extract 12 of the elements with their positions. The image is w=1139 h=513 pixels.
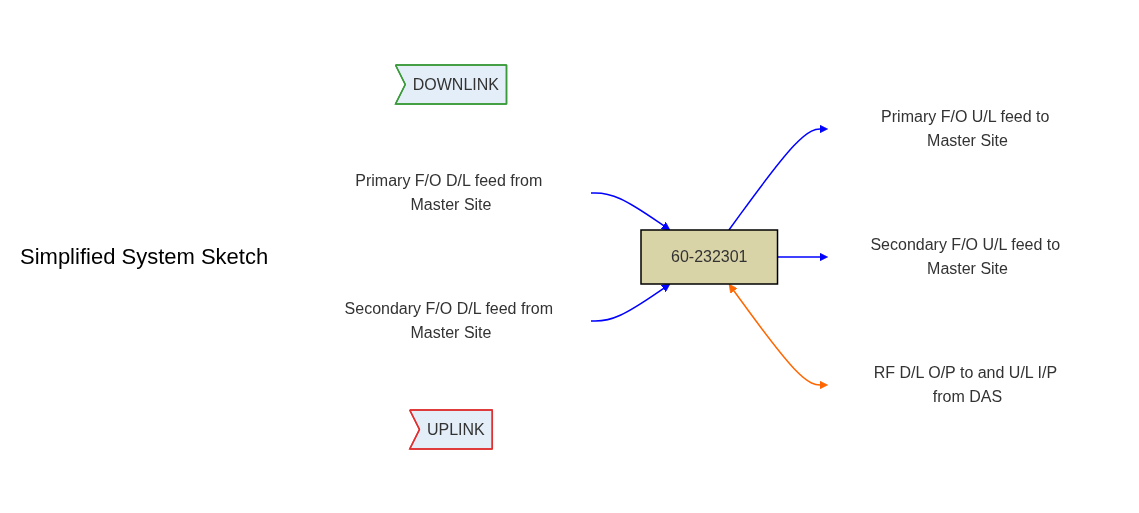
node-text: Primary F/O U/L feed to Master Site bbox=[881, 107, 1050, 149]
node-text: Secondary F/O D/L feed from Master Site bbox=[344, 299, 554, 341]
node-box: 60-232301 bbox=[640, 228, 779, 285]
node-text: Primary F/O D/L feed from Master Site bbox=[355, 171, 543, 213]
node-text: Secondary F/O U/L feed to Master Site bbox=[870, 235, 1061, 277]
diagram-title: Simplified System Sketch bbox=[20, 243, 270, 270]
arrow bbox=[729, 283, 829, 389]
node-text: RF D/L O/P to and U/L I/P from DAS bbox=[873, 363, 1058, 405]
arrow bbox=[590, 191, 671, 230]
arrow bbox=[777, 252, 829, 261]
arrow bbox=[728, 124, 829, 231]
arrow bbox=[590, 283, 671, 322]
